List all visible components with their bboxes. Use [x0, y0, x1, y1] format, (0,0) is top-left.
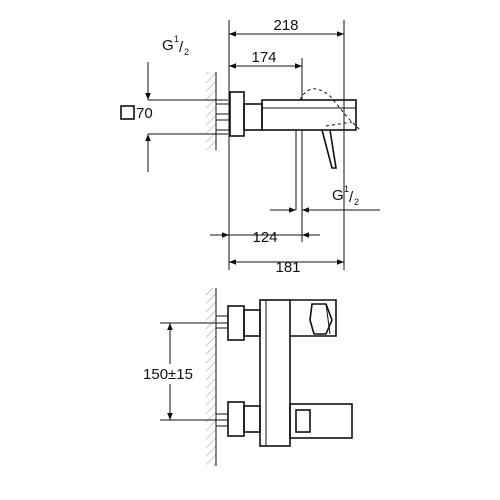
svg-text:/: /	[179, 39, 184, 56]
lever-handle-top	[321, 129, 337, 169]
lever-handle-front	[290, 299, 337, 337]
svg-text:2: 2	[184, 47, 189, 57]
lever-swing-arc	[299, 88, 361, 131]
dim-escutcheon-70: 70	[136, 105, 153, 122]
wall-front	[206, 288, 216, 466]
dim-218: 218	[273, 17, 298, 34]
svg-text:2: 2	[354, 197, 359, 207]
escutcheon-plate-top	[229, 91, 245, 137]
svg-text:1: 1	[344, 184, 349, 194]
dim-150-tolerance: 150±15	[143, 366, 193, 383]
outlet-thread-label: G	[332, 187, 344, 204]
svg-text:1: 1	[174, 34, 179, 44]
svg-text:/: /	[349, 189, 354, 206]
square-symbol	[120, 105, 135, 120]
dim-181: 181	[275, 259, 300, 276]
top-view: 218 174 G 1 / 2 70 G 1 / 2 124 181	[120, 17, 380, 276]
faucet-body-front	[259, 299, 291, 447]
spout-front	[289, 403, 353, 439]
dim-174: 174	[251, 49, 276, 66]
lower-escutcheon	[227, 401, 245, 437]
inlet-connector-top	[215, 103, 231, 115]
front-view: 150±15	[130, 288, 353, 466]
faucet-body-top	[243, 103, 263, 131]
wall-top	[206, 72, 216, 150]
upper-escutcheon	[227, 305, 245, 341]
dim-124: 124	[252, 229, 277, 246]
spout-body-top	[261, 99, 357, 131]
inlet-thread-label: G	[162, 37, 174, 54]
